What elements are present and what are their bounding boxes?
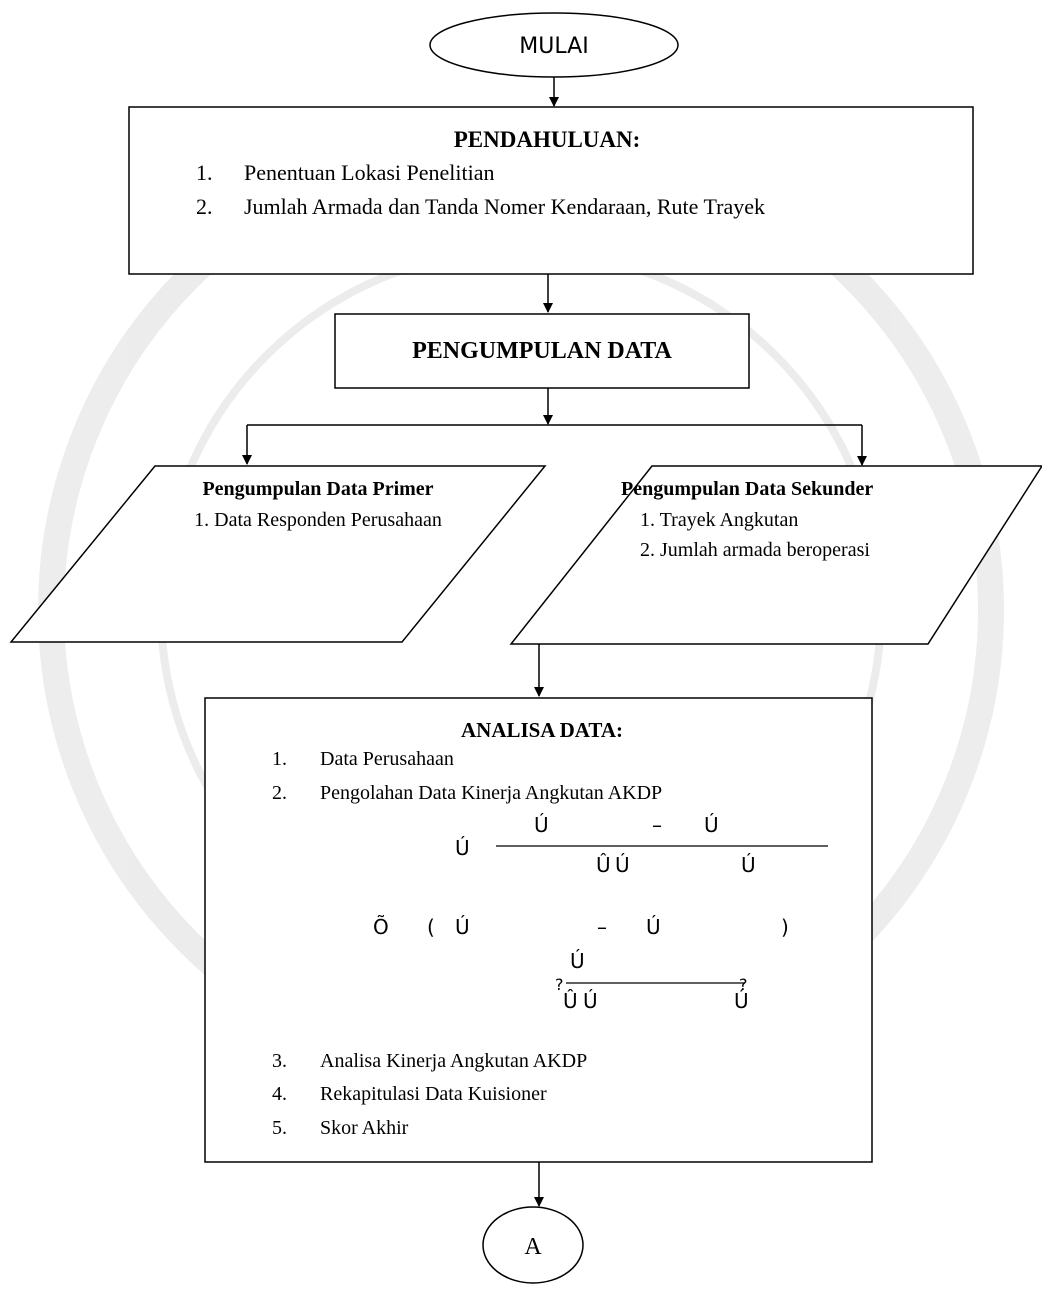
analisa-box: ANALISA DATA: 1. Data Perusahaan 2. Peng…	[204, 697, 873, 1163]
primer-parallelogram: Pengumpulan Data Primer 1. Data Responde…	[9, 465, 547, 643]
pendahuluan-title: PENDAHULUAN:	[454, 127, 641, 152]
analisa-item-3-text: Analisa Kinerja Angkutan AKDP	[320, 1050, 587, 1072]
pendahuluan-box: PENDAHULUAN: 1. Penentuan Lokasi Penelit…	[128, 106, 974, 275]
pendahuluan-item-1-text: Penentuan Lokasi Penelitian	[244, 160, 495, 185]
formula-2-b: Ú	[646, 915, 661, 939]
formula-1-den-b: Ú	[615, 853, 630, 877]
analisa-title: ANALISA DATA:	[461, 718, 623, 742]
analisa-item-1-text: Data Perusahaan	[320, 748, 454, 770]
analisa-item-2-num: 2.	[272, 782, 287, 804]
pendahuluan-item-2-text: Jumlah Armada dan Tanda Nomer Kendaraan,…	[244, 194, 765, 219]
formula-2-q-left: ?	[555, 975, 564, 994]
analisa-item-4-num: 4.	[272, 1083, 287, 1105]
pengumpulan-box: PENGUMPULAN DATA	[334, 313, 750, 389]
formula-1-num-b: Ú	[704, 813, 719, 837]
formula-2-den-c: Ú	[734, 989, 749, 1013]
formula-1-den-a: Û	[596, 853, 611, 877]
start-terminator: MULAI	[429, 12, 679, 78]
analisa-item-5-text: Skor Akhir	[320, 1117, 409, 1139]
formula-1: Ú Ú – Ú Û Ú Ú	[455, 813, 828, 877]
formula-2-num: Ú	[570, 949, 585, 973]
formula-2-den-b: Ú	[583, 989, 598, 1013]
formula-1-num-a: Ú	[534, 813, 549, 837]
analisa-item-5-num: 5.	[272, 1117, 287, 1139]
formula-2-den-a: Û	[563, 989, 578, 1013]
formula-1-den-c: Ú	[741, 853, 756, 877]
sekunder-item-1: 1. Trayek Angkutan	[640, 509, 798, 531]
formula-2-minus: –	[597, 915, 607, 939]
start-label: MULAI	[519, 34, 588, 59]
formula-1-lhs: Ú	[455, 836, 470, 860]
end-label: A	[524, 1234, 542, 1260]
analisa-item-3-num: 3.	[272, 1050, 287, 1072]
formula-2-open-paren: (	[427, 915, 435, 939]
formula-2-a: Ú	[455, 915, 470, 939]
formula-2-close-paren: )	[781, 915, 789, 939]
sekunder-parallelogram: Pengumpulan Data Sekunder 1. Trayek Angk…	[509, 465, 1042, 645]
primer-title: Pengumpulan Data Primer	[202, 478, 433, 500]
formula-2-q-right: ?	[739, 975, 748, 994]
pendahuluan-item-2-num: 2.	[196, 194, 213, 219]
formula-1-num-minus: –	[652, 813, 662, 837]
pengumpulan-title: PENGUMPULAN DATA	[412, 338, 672, 364]
analisa-item-2-text: Pengolahan Data Kinerja Angkutan AKDP	[320, 782, 662, 804]
formula-2: Õ ( Ú – Ú ) ? Ú ? Û Ú Ú	[373, 915, 789, 1013]
formula-2-sigma: Õ	[373, 915, 389, 939]
end-connector: A	[482, 1206, 584, 1284]
primer-item-1: 1. Data Responden Perusahaan	[194, 509, 442, 531]
sekunder-item-2: 2. Jumlah armada beroperasi	[640, 539, 870, 561]
pendahuluan-item-1-num: 1.	[196, 160, 213, 185]
sekunder-title: Pengumpulan Data Sekunder	[621, 478, 873, 500]
analisa-item-4-text: Rekapitulasi Data Kuisioner	[320, 1083, 547, 1105]
analisa-item-1-num: 1.	[272, 748, 287, 770]
